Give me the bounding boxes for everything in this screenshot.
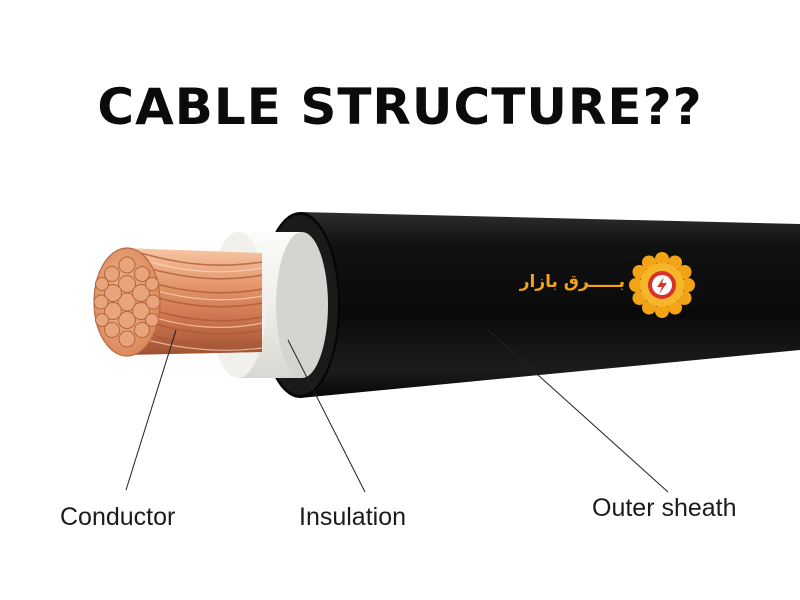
copper-conductor — [93, 247, 262, 357]
sunburst-lightning-icon — [629, 252, 695, 318]
conductor-label: Conductor — [60, 503, 176, 531]
outer-sheath — [260, 212, 800, 398]
insulation-leader-line — [287, 339, 366, 493]
outer-sheath-label: Outer sheath — [592, 494, 737, 522]
page-title: CABLE STRUCTURE?? — [97, 78, 703, 136]
leader-lines — [125, 329, 669, 493]
outer-sheath-leader-line — [487, 329, 669, 493]
insulation-label: Insulation — [299, 503, 407, 531]
brand-wordmark: بـــــرق بازار — [519, 272, 625, 292]
conductor-leader-line — [125, 329, 177, 491]
